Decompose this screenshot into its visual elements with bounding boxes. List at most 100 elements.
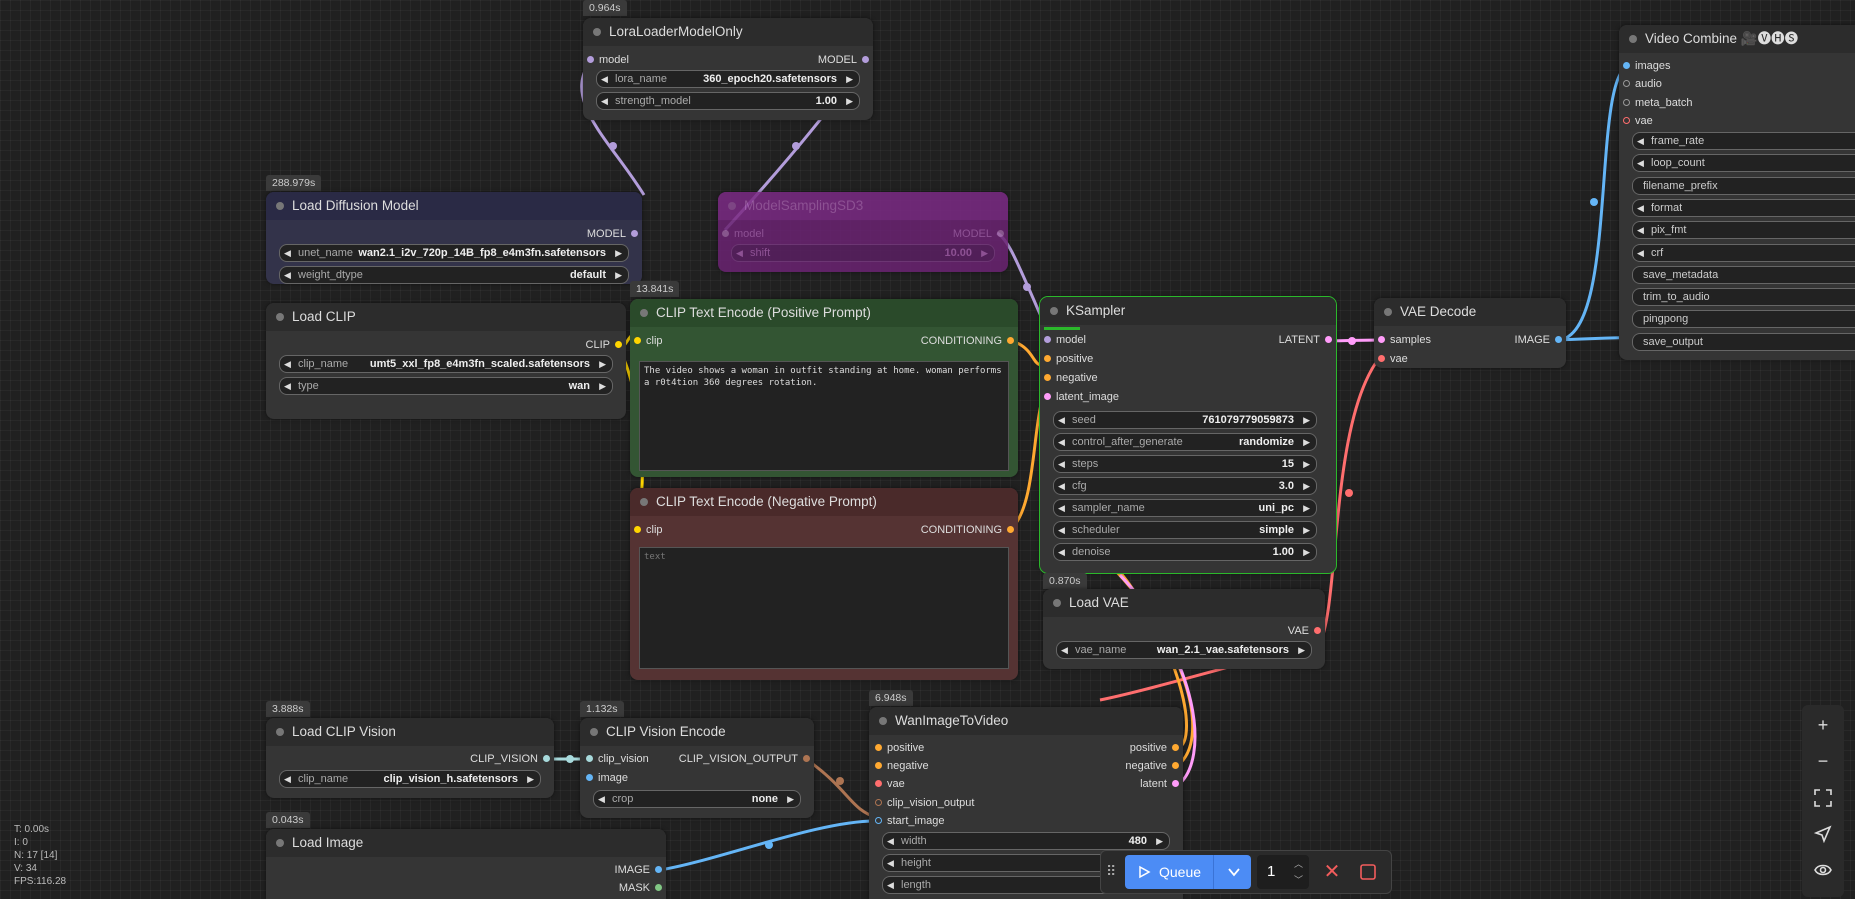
node-title[interactable]: LoraLoaderModelOnly [583, 18, 873, 46]
collapse-dot-icon[interactable] [1053, 599, 1061, 607]
collapse-dot-icon[interactable] [593, 28, 601, 36]
node-title[interactable]: CLIP Vision Encode [580, 718, 814, 746]
input-model[interactable]: model [722, 226, 764, 242]
node-title[interactable]: CLIP Text Encode (Negative Prompt) [630, 488, 1018, 516]
output-pin[interactable] [1555, 336, 1562, 343]
input-pin[interactable] [1378, 336, 1385, 343]
input-vae[interactable]: vae [875, 776, 905, 792]
input-clip-vision-output[interactable]: clip_vision_output [875, 795, 974, 811]
video-combine-widget-save-metadata[interactable]: save_metadata [1632, 265, 1855, 284]
output-pin[interactable] [615, 341, 622, 348]
input-pin[interactable] [1044, 336, 1051, 343]
arrow-right-icon[interactable]: ▶ [1303, 525, 1310, 535]
input-pin[interactable] [875, 780, 882, 787]
arrow-left-icon[interactable]: ◀ [601, 74, 608, 84]
input-samples[interactable]: samples [1378, 332, 1431, 348]
clip-text-encode-negative-node[interactable]: CLIP Text Encode (Negative Prompt) clip … [630, 488, 1018, 680]
prompt-textarea[interactable]: The video shows a woman in outfit standi… [639, 361, 1009, 471]
collapse-dot-icon[interactable] [879, 717, 887, 725]
output-pin[interactable] [1172, 744, 1179, 751]
output-pin[interactable] [655, 884, 662, 891]
node-title[interactable]: Video Combine 🎥🅥🅗🅢 [1619, 25, 1855, 53]
height-widget[interactable]: ◀height [882, 854, 1170, 872]
video-combine-widget-loop-count[interactable]: ◀loop_count [1632, 154, 1855, 173]
arrow-left-icon[interactable]: ◀ [887, 880, 894, 890]
video-combine-widget-frame-rate[interactable]: ◀frame_rate [1632, 132, 1855, 150]
input-start-image[interactable]: start_image [875, 813, 944, 829]
output-model[interactable]: MODEL [953, 226, 1004, 242]
collapse-dot-icon[interactable] [276, 202, 284, 210]
arrow-right-icon[interactable]: ▶ [1298, 645, 1305, 655]
zoom-out-icon[interactable]: − [1817, 751, 1829, 771]
arrow-right-icon[interactable]: ▶ [615, 270, 622, 280]
toggle-visibility-icon[interactable] [1805, 851, 1841, 887]
output-clip-vision[interactable]: CLIP_VISION [470, 751, 550, 767]
input-images[interactable]: images [1623, 58, 1670, 74]
arrow-right-icon[interactable]: ▶ [599, 381, 606, 391]
collapse-dot-icon[interactable] [640, 498, 648, 506]
video-combine-widget-pingpong[interactable]: pingpong [1632, 310, 1855, 329]
input-latent-image[interactable]: latent_image [1044, 389, 1119, 405]
clip-text-encode-positive-node[interactable]: CLIP Text Encode (Positive Prompt) clip … [630, 299, 1018, 477]
input-pin[interactable] [587, 56, 594, 63]
arrow-left-icon[interactable]: ◀ [284, 248, 291, 258]
cancel-icon[interactable]: ✕ [1323, 861, 1341, 883]
collapse-dot-icon[interactable] [590, 728, 598, 736]
collapse-dot-icon[interactable] [276, 313, 284, 321]
arrow-right-icon[interactable]: ▶ [527, 774, 534, 784]
output-mask[interactable]: MASK [619, 880, 662, 896]
arrow-left-icon[interactable]: ◀ [1058, 459, 1065, 469]
node-title[interactable]: Load CLIP [266, 303, 626, 331]
input-model[interactable]: model [587, 52, 629, 68]
collapse-dot-icon[interactable] [728, 202, 736, 210]
output-model[interactable]: MODEL [818, 52, 869, 68]
output-latent[interactable]: latent [1140, 776, 1179, 792]
video-combine-node[interactable]: Video Combine 🎥🅥🅗🅢 images audio meta_bat… [1619, 25, 1855, 360]
input-pin[interactable] [1623, 117, 1630, 124]
node-title[interactable]: ModelSamplingSD3 [718, 192, 1008, 220]
output-pin[interactable] [1325, 336, 1332, 343]
arrow-right-icon[interactable]: ▶ [846, 96, 853, 106]
input-pin[interactable] [586, 755, 593, 762]
node-title[interactable]: Load CLIP Vision [266, 718, 554, 746]
arrow-left-icon[interactable]: ◀ [284, 359, 291, 369]
input-pin[interactable] [875, 799, 882, 806]
input-pin[interactable] [1623, 62, 1630, 69]
output-pin[interactable] [1314, 627, 1321, 634]
negative-prompt-textarea[interactable]: text [639, 547, 1009, 669]
video-combine-widget-trim-to-audio[interactable]: trim_to_audio [1632, 288, 1855, 307]
input-model[interactable]: model [1044, 332, 1086, 348]
arrow-left-icon[interactable]: ◀ [887, 836, 894, 846]
input-pin[interactable] [586, 774, 593, 781]
input-pin[interactable] [875, 744, 882, 751]
output-model[interactable]: MODEL [587, 226, 638, 242]
input-positive[interactable]: positive [1044, 351, 1093, 367]
stop-icon[interactable] [1353, 857, 1383, 887]
arrow-right-icon[interactable]: ▶ [599, 359, 606, 369]
arrow-left-icon[interactable]: ◀ [1637, 136, 1644, 146]
ksampler-node[interactable]: KSampler model LATENT positive negative … [1039, 296, 1337, 574]
arrow-left-icon[interactable]: ◀ [1637, 158, 1644, 169]
arrow-left-icon[interactable]: ◀ [1637, 247, 1644, 258]
arrow-left-icon[interactable]: ◀ [1637, 225, 1644, 236]
output-latent[interactable]: LATENT [1279, 332, 1332, 348]
input-positive[interactable]: positive [875, 740, 924, 756]
arrow-right-icon[interactable]: ▶ [615, 248, 622, 258]
arrow-left-icon[interactable]: ◀ [1061, 645, 1068, 655]
arrow-left-icon[interactable]: ◀ [1058, 437, 1065, 447]
video-combine-widget-pix-fmt[interactable]: ◀pix_fmt [1632, 221, 1855, 240]
